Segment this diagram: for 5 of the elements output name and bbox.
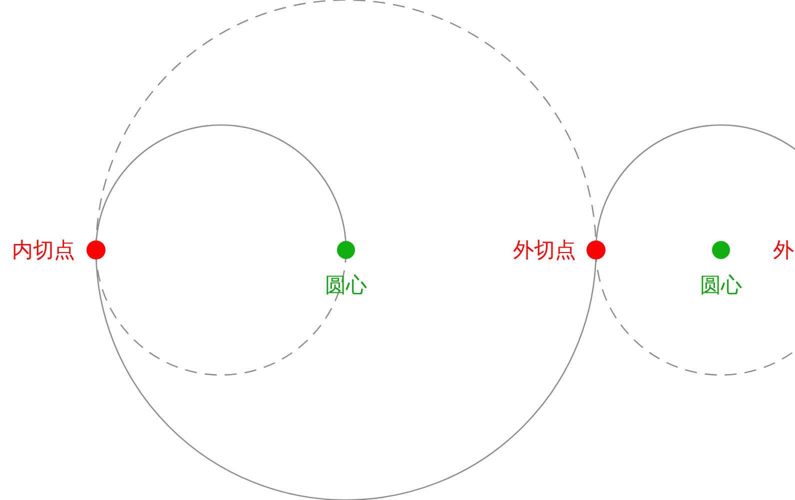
point-label: 内切点 (12, 238, 75, 262)
point-label: 外切点 (513, 238, 576, 262)
point-label: 外 (773, 238, 794, 262)
point-label: 圆心 (325, 273, 367, 297)
point-label: 圆心 (700, 273, 742, 297)
